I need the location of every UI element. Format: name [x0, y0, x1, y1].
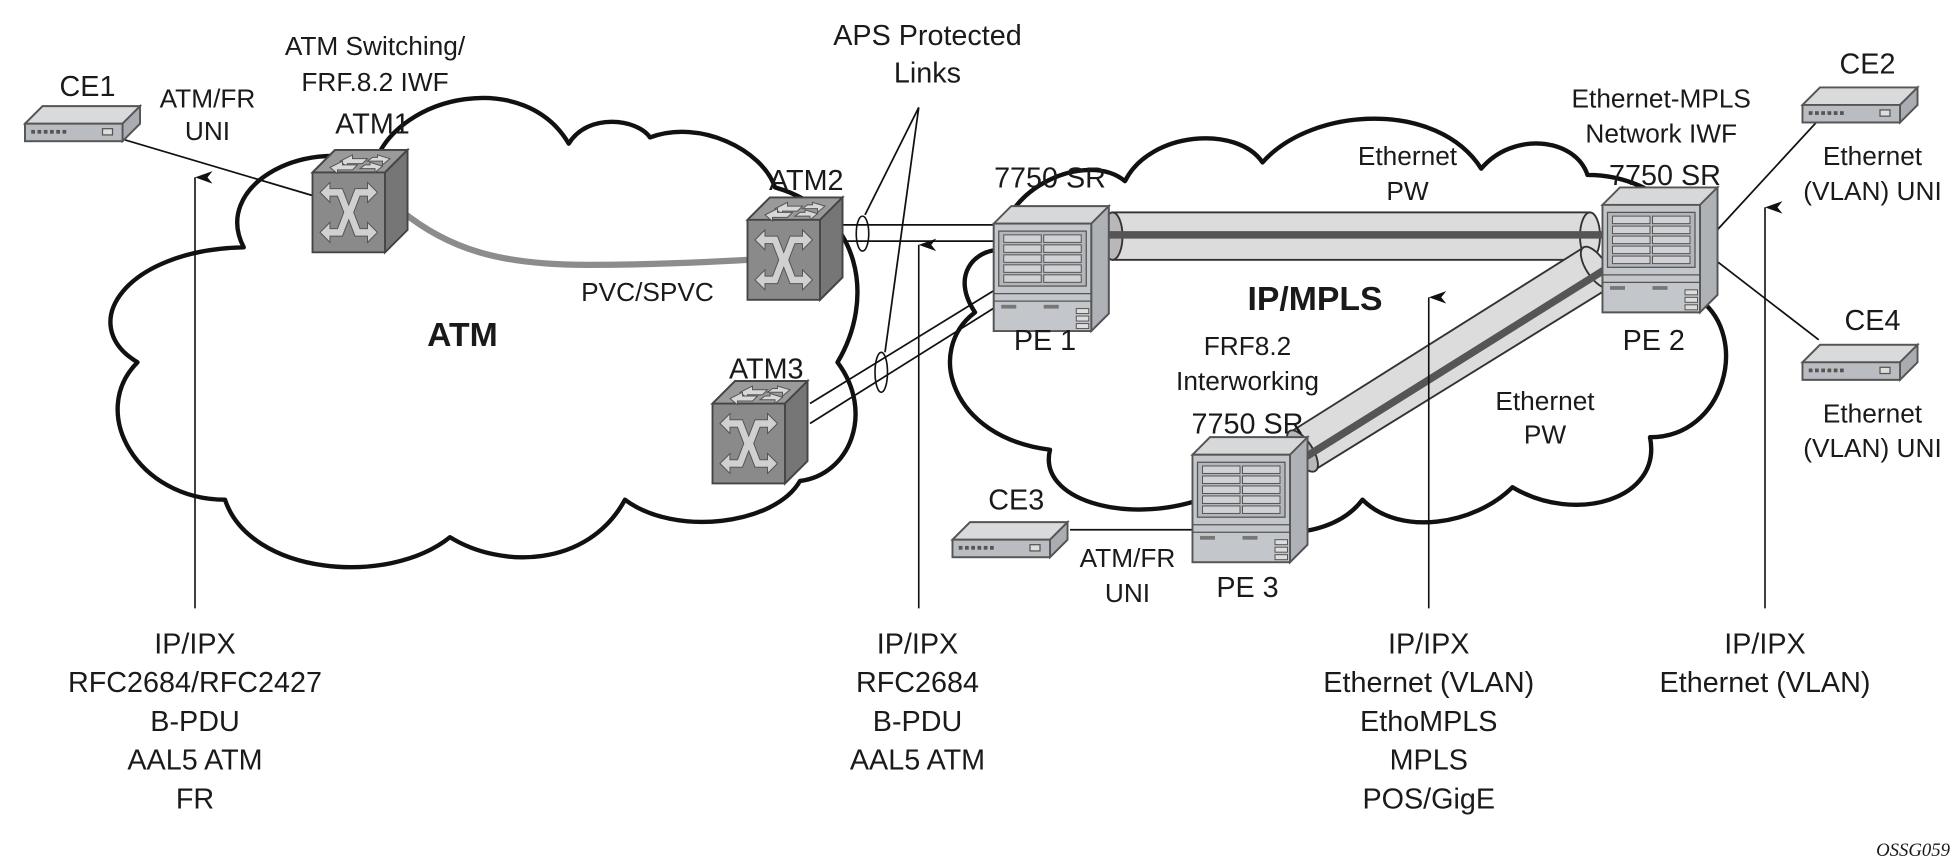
ce4-uni-line2: (VLAN) UNI	[1803, 433, 1942, 463]
stack-layer: FR	[176, 783, 214, 815]
pe2-ce4-link	[1714, 259, 1820, 341]
pe3-model-label: 7750 SR	[1192, 409, 1304, 441]
protocol-stack-mpls-core: IP/IPX Ethernet (VLAN) EthoMPLS MPLS POS…	[1323, 628, 1534, 815]
stack-layer: IP/IPX	[877, 628, 958, 660]
atm3-label: ATM3	[729, 354, 804, 386]
stack-layer: B-PDU	[873, 706, 962, 738]
pw-top-line2: PW	[1386, 176, 1429, 206]
ce1-uni-line2: UNI	[185, 116, 230, 146]
pvc-spvc-label: PVC/SPVC	[581, 277, 714, 307]
aps-pointer-lower	[884, 107, 920, 353]
stack-layer: AAL5 ATM	[127, 745, 262, 777]
pe2-router	[1601, 186, 1719, 314]
stack-layer: Ethernet (VLAN)	[1660, 667, 1871, 699]
pe3-role-line1: FRF8.2	[1204, 331, 1291, 361]
aps-marker-lower	[874, 351, 889, 394]
atm3-pe1-link-a	[809, 289, 996, 405]
protocol-stack-ce-eth-access: IP/IPX Ethernet (VLAN)	[1660, 628, 1871, 699]
pe2-name-label: PE 2	[1623, 325, 1685, 357]
stack-layer: MPLS	[1390, 745, 1468, 777]
ce1-device	[24, 105, 141, 143]
stack-layer: IP/IPX	[1724, 628, 1805, 660]
ce1-uni-line1: ATM/FR	[160, 83, 256, 113]
stack-layer: AAL5 ATM	[850, 745, 985, 777]
ce4-label: CE4	[1845, 305, 1901, 337]
aps-pointer-upper	[864, 107, 920, 216]
pe2-ce2-link	[1714, 121, 1817, 233]
atm1-switch	[311, 148, 409, 254]
ce2-device	[1801, 86, 1919, 124]
stack-layer: RFC2684/RFC2427	[68, 667, 322, 699]
pw-bottom-line1: Ethernet	[1495, 386, 1595, 416]
ce3-uni-line1: ATM/FR	[1080, 543, 1176, 573]
ethernet-pw-tunnel-pe3-pe2	[1279, 245, 1615, 476]
atm3-pe1-link-b	[809, 306, 996, 425]
stack-layer: EthoMPLS	[1360, 706, 1497, 738]
ce1-atm1-link	[124, 139, 319, 199]
pe2-role-line1: Ethernet-MPLS	[1572, 83, 1751, 113]
ce3-device	[951, 521, 1069, 559]
protocol-stack-atm-pe1: IP/IPX RFC2684 B-PDU AAL5 ATM	[850, 628, 985, 776]
atm-cloud	[108, 95, 860, 570]
stack-layer: Ethernet (VLAN)	[1323, 667, 1534, 699]
stack-layer: RFC2684	[856, 667, 979, 699]
figure-id: OSSG059	[1876, 840, 1951, 861]
ethernet-pw-tunnel-pe1-pe2	[1077, 211, 1613, 261]
pw-bottom-line2: PW	[1524, 420, 1567, 450]
pe1-router	[992, 205, 1110, 332]
stack-layer: IP/IPX	[154, 628, 235, 660]
protocol-stack-ce1-access: IP/IPX RFC2684/RFC2427 B-PDU AAL5 ATM FR	[68, 628, 322, 815]
stack-layer: B-PDU	[150, 706, 239, 738]
pe2-role-line2: Network IWF	[1585, 118, 1737, 148]
pw-top-line1: Ethernet	[1358, 141, 1458, 171]
atm3-switch	[711, 380, 809, 485]
atm2-switch	[746, 196, 844, 301]
aps-marker-upper	[855, 215, 870, 252]
atm1-role-line1: ATM Switching/	[285, 31, 466, 61]
atm2-label: ATM2	[769, 165, 844, 197]
stack-layer: IP/IPX	[1388, 628, 1469, 660]
pe3-name-label: PE 3	[1216, 572, 1278, 604]
ce3-uni-line2: UNI	[1105, 578, 1150, 608]
atm1-role-line2: FRF.8.2 IWF	[301, 67, 448, 97]
pe2-model-label: 7750 SR	[1609, 160, 1721, 192]
pe1-name-label: PE 1	[1014, 325, 1076, 357]
ce4-device	[1801, 343, 1919, 381]
ce2-uni-line2: (VLAN) UNI	[1803, 176, 1942, 206]
aps-line1: APS Protected	[833, 20, 1022, 52]
ip-mpls-cloud-label: IP/MPLS	[1247, 280, 1382, 318]
aps-line2: Links	[894, 57, 961, 89]
pe1-model-label: 7750 SR	[994, 162, 1106, 194]
pe3-role-line2: Interworking	[1176, 366, 1319, 396]
atm-cloud-label: ATM	[427, 316, 498, 354]
pe3-router	[1191, 436, 1309, 564]
ce1-label: CE1	[60, 71, 116, 103]
ce4-uni-line1: Ethernet	[1823, 398, 1923, 428]
pvc-spvc-link	[398, 207, 748, 268]
stack-layer: POS/GigE	[1362, 783, 1495, 815]
ce3-label: CE3	[988, 485, 1044, 517]
atm1-label: ATM1	[335, 109, 410, 141]
ce2-label: CE2	[1840, 49, 1896, 81]
ce2-uni-line1: Ethernet	[1823, 141, 1923, 171]
